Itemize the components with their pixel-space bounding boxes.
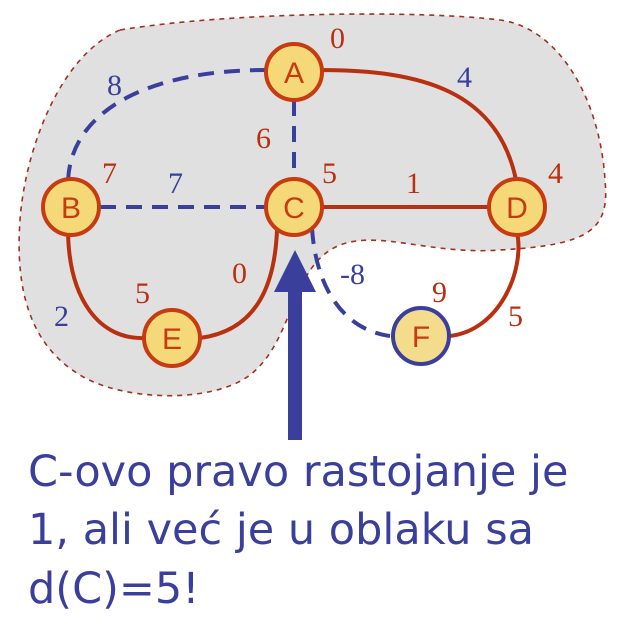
weight-a-b: 8 [107,69,122,102]
weight-c-d: 1 [406,167,421,200]
edge-f-d [449,231,521,338]
node-b: B [41,177,101,237]
arrow-shaft [288,290,302,440]
node-a: A [264,42,324,102]
edge-b-e [66,227,146,341]
distance-a: 0 [330,22,345,55]
caption-line-2: 1, ali već je u oblaku sa [28,505,534,555]
node-f-label: F [412,321,430,354]
node-d-label: D [506,192,528,225]
node-b-label: B [61,192,81,225]
weight-b-e: 2 [54,300,69,333]
weight-e-c: 0 [232,257,247,290]
distance-c: 5 [322,157,337,190]
distance-f: 9 [432,276,447,309]
edge-e-c [199,229,279,340]
node-e: E [142,308,202,368]
edge-a-d [319,68,519,186]
caption-line-3: d(C)=5! [28,564,200,614]
node-c-label: C [283,192,305,225]
node-d: D [487,177,547,237]
distance-e: 5 [135,277,150,310]
weight-f-d: 5 [508,300,523,333]
weight-a-c: 6 [256,122,271,155]
weight-a-d: 4 [457,61,472,94]
edge-c-f [310,227,391,338]
weight-c-f: -8 [340,258,365,291]
node-e-label: E [162,323,182,356]
distance-b: 7 [102,157,117,190]
arrow-head [274,250,316,292]
distance-d: 4 [548,157,563,190]
node-f: F [391,306,451,366]
weight-b-c: 7 [168,167,183,200]
node-c: C [264,177,324,237]
node-a-label: A [284,57,304,90]
caption-line-1: C-ovo pravo rastojanje je [28,447,568,497]
